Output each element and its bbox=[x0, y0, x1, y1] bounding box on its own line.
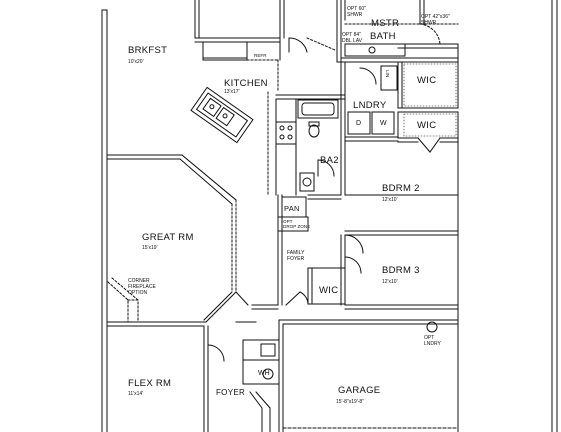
dryer-label: D bbox=[356, 120, 362, 127]
flex-rm-dim: 11'x14' bbox=[128, 391, 144, 397]
pantry-walls bbox=[277, 194, 342, 306]
foyer-walls bbox=[203, 291, 280, 432]
opt-drop-zone-note: OPT DROP ZONE bbox=[283, 219, 311, 229]
flex-rm-label: FLEX RM bbox=[128, 378, 172, 389]
corner-fireplace-note: CORNER FIREPLACE OPTION bbox=[128, 278, 156, 296]
pan-label: PAN bbox=[284, 204, 300, 213]
opt-42-shwr-note: OPT 42"x36" SHWR bbox=[421, 14, 450, 26]
opt-84-dbl-lav-note: OPT 84" DBL LAV bbox=[342, 32, 363, 44]
garage-label: GARAGE bbox=[338, 385, 381, 396]
wic-bdrm3-label: WIC bbox=[319, 285, 339, 296]
great-room-walls bbox=[106, 154, 237, 327]
bath-label: BATH bbox=[370, 31, 396, 42]
lndry-label: LNDRY bbox=[353, 100, 387, 111]
kitchen-walls bbox=[194, 0, 336, 196]
lin-label: LIN bbox=[385, 70, 390, 78]
bdrm2-dim: 12'x10' bbox=[382, 197, 398, 203]
bdrm3-label: BDRM 3 bbox=[382, 265, 420, 276]
opt-60-shwr-note: OPT 60" SHWR bbox=[347, 6, 366, 18]
bedroom-walls bbox=[307, 151, 459, 432]
laundry-ba2-walls bbox=[275, 61, 399, 196]
washer-label: W bbox=[380, 120, 387, 127]
garage-dim: 15'-8"x19'-8" bbox=[336, 399, 364, 405]
brkfst-dim: 10'x20' bbox=[128, 59, 144, 65]
foyer-label: FOYER bbox=[216, 388, 246, 397]
family-foyer-label: FAMILY FOYER bbox=[287, 250, 305, 262]
kitchen-dim: 13'x17' bbox=[224, 89, 240, 95]
wic-top-label: WIC bbox=[417, 75, 437, 86]
brkfst-label: BRKFST bbox=[128, 45, 168, 56]
bdrm2-label: BDRM 2 bbox=[382, 183, 420, 194]
great-rm-label: GREAT RM bbox=[142, 232, 194, 243]
opt-lndry-note: OPT LNDRY bbox=[424, 335, 441, 347]
great-rm-dim: 15'x19' bbox=[142, 245, 158, 251]
wic-mid-label: WIC bbox=[417, 120, 437, 131]
water-heater-label: WH bbox=[258, 370, 270, 377]
bdrm3-dim: 12'x10' bbox=[382, 279, 398, 285]
closet-shading bbox=[403, 63, 457, 137]
exterior-walls bbox=[101, 0, 558, 432]
garage-walls bbox=[278, 319, 459, 432]
master-bath-walls bbox=[336, 0, 459, 153]
mstr-label: MSTR bbox=[371, 18, 400, 29]
kitchen-label: KITCHEN bbox=[224, 78, 268, 89]
refr-note: REFR bbox=[254, 53, 267, 58]
ba2-label: BA2 bbox=[320, 155, 339, 166]
kitchen-island bbox=[190, 86, 254, 144]
